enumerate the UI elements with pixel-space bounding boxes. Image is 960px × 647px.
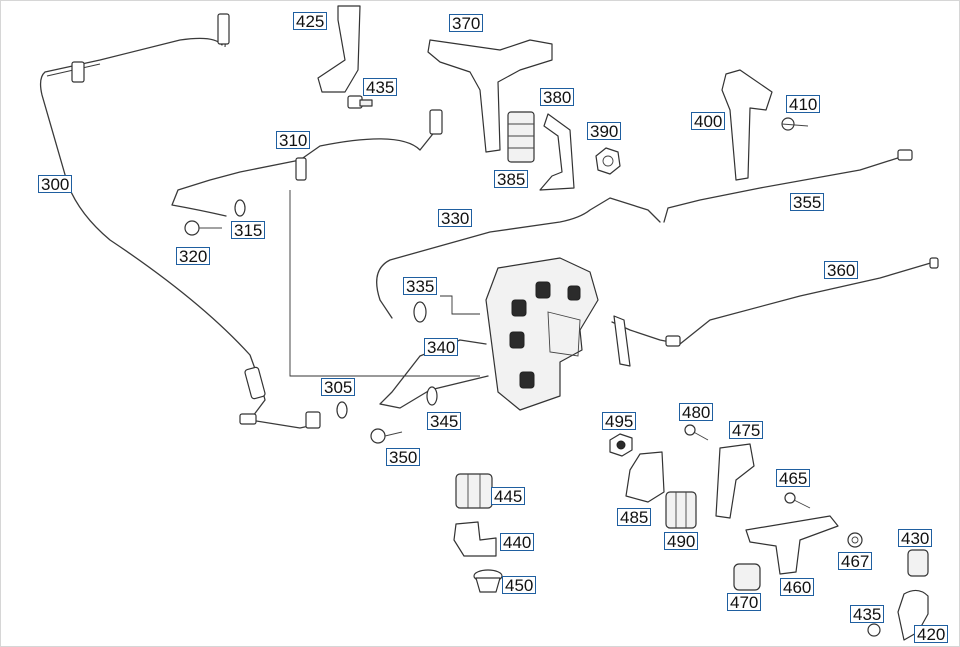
pipe-300-drawing (39, 13, 321, 429)
callout-305[interactable]: 305 (321, 378, 356, 396)
callout-460[interactable]: 460 (780, 578, 815, 596)
mount-490-drawing (665, 491, 697, 529)
callout-315[interactable]: 315 (231, 221, 266, 239)
pipe-330-drawing (376, 197, 661, 319)
bolt-320-drawing (184, 220, 222, 236)
callout-320[interactable]: 320 (176, 247, 211, 265)
bracket-440-drawing (453, 521, 497, 557)
nut-495-drawing (609, 433, 633, 457)
callout-475[interactable]: 475 (729, 421, 764, 439)
callout-435[interactable]: 435 (363, 78, 398, 96)
callout-420[interactable]: 420 (914, 625, 949, 643)
bracket-420-drawing (897, 589, 929, 641)
callout-435-lower[interactable]: 435 (850, 605, 885, 623)
callout-410[interactable]: 410 (786, 95, 821, 113)
bracket-385-drawing (539, 113, 575, 191)
nut-390-drawing (595, 147, 621, 175)
bushing-470-drawing (733, 563, 761, 591)
mount-445-drawing (455, 473, 493, 509)
callout-385[interactable]: 385 (494, 170, 529, 188)
callout-440[interactable]: 440 (500, 533, 535, 551)
bracket-370-drawing (427, 39, 553, 153)
callout-450[interactable]: 450 (502, 576, 537, 594)
callout-445[interactable]: 445 (491, 487, 526, 505)
callout-495[interactable]: 495 (602, 412, 637, 430)
bracket-460-drawing (745, 515, 839, 575)
callout-390[interactable]: 390 (587, 122, 622, 140)
callout-340[interactable]: 340 (424, 338, 459, 356)
pipe-360-drawing (611, 261, 935, 345)
callout-355[interactable]: 355 (790, 193, 825, 211)
callout-465[interactable]: 465 (776, 469, 811, 487)
callout-470[interactable]: 470 (727, 593, 762, 611)
callout-380[interactable]: 380 (540, 88, 575, 106)
pipe-310-drawing (171, 111, 437, 217)
callout-425[interactable]: 425 (293, 12, 328, 30)
callout-370[interactable]: 370 (449, 14, 484, 32)
bolt-410-drawing (781, 117, 809, 131)
mount-430-drawing (907, 549, 929, 577)
callout-360[interactable]: 360 (824, 261, 859, 279)
bolt-350-drawing (370, 428, 403, 444)
bracket-485-drawing (625, 451, 665, 503)
bolt-435-drawing (347, 95, 373, 109)
callout-330[interactable]: 330 (438, 209, 473, 227)
callout-350[interactable]: 350 (386, 448, 421, 466)
callout-310[interactable]: 310 (276, 131, 311, 149)
callout-485[interactable]: 485 (617, 508, 652, 526)
callout-490[interactable]: 490 (664, 532, 699, 550)
valve-block-drawing (485, 257, 599, 411)
callout-300[interactable]: 300 (38, 175, 73, 193)
clamp-380-drawing (507, 111, 535, 163)
pipe-355-drawing (663, 155, 905, 223)
callout-400[interactable]: 400 (691, 112, 726, 130)
bracket-475-drawing (715, 443, 755, 519)
callout-467[interactable]: 467 (838, 552, 873, 570)
bracket-425-drawing (317, 5, 361, 93)
callout-345[interactable]: 345 (427, 412, 462, 430)
callout-430[interactable]: 430 (898, 529, 933, 547)
grommet-450-drawing (473, 569, 503, 593)
callout-480[interactable]: 480 (679, 403, 714, 421)
callout-335[interactable]: 335 (403, 277, 438, 295)
bracket-400-drawing (721, 69, 773, 181)
